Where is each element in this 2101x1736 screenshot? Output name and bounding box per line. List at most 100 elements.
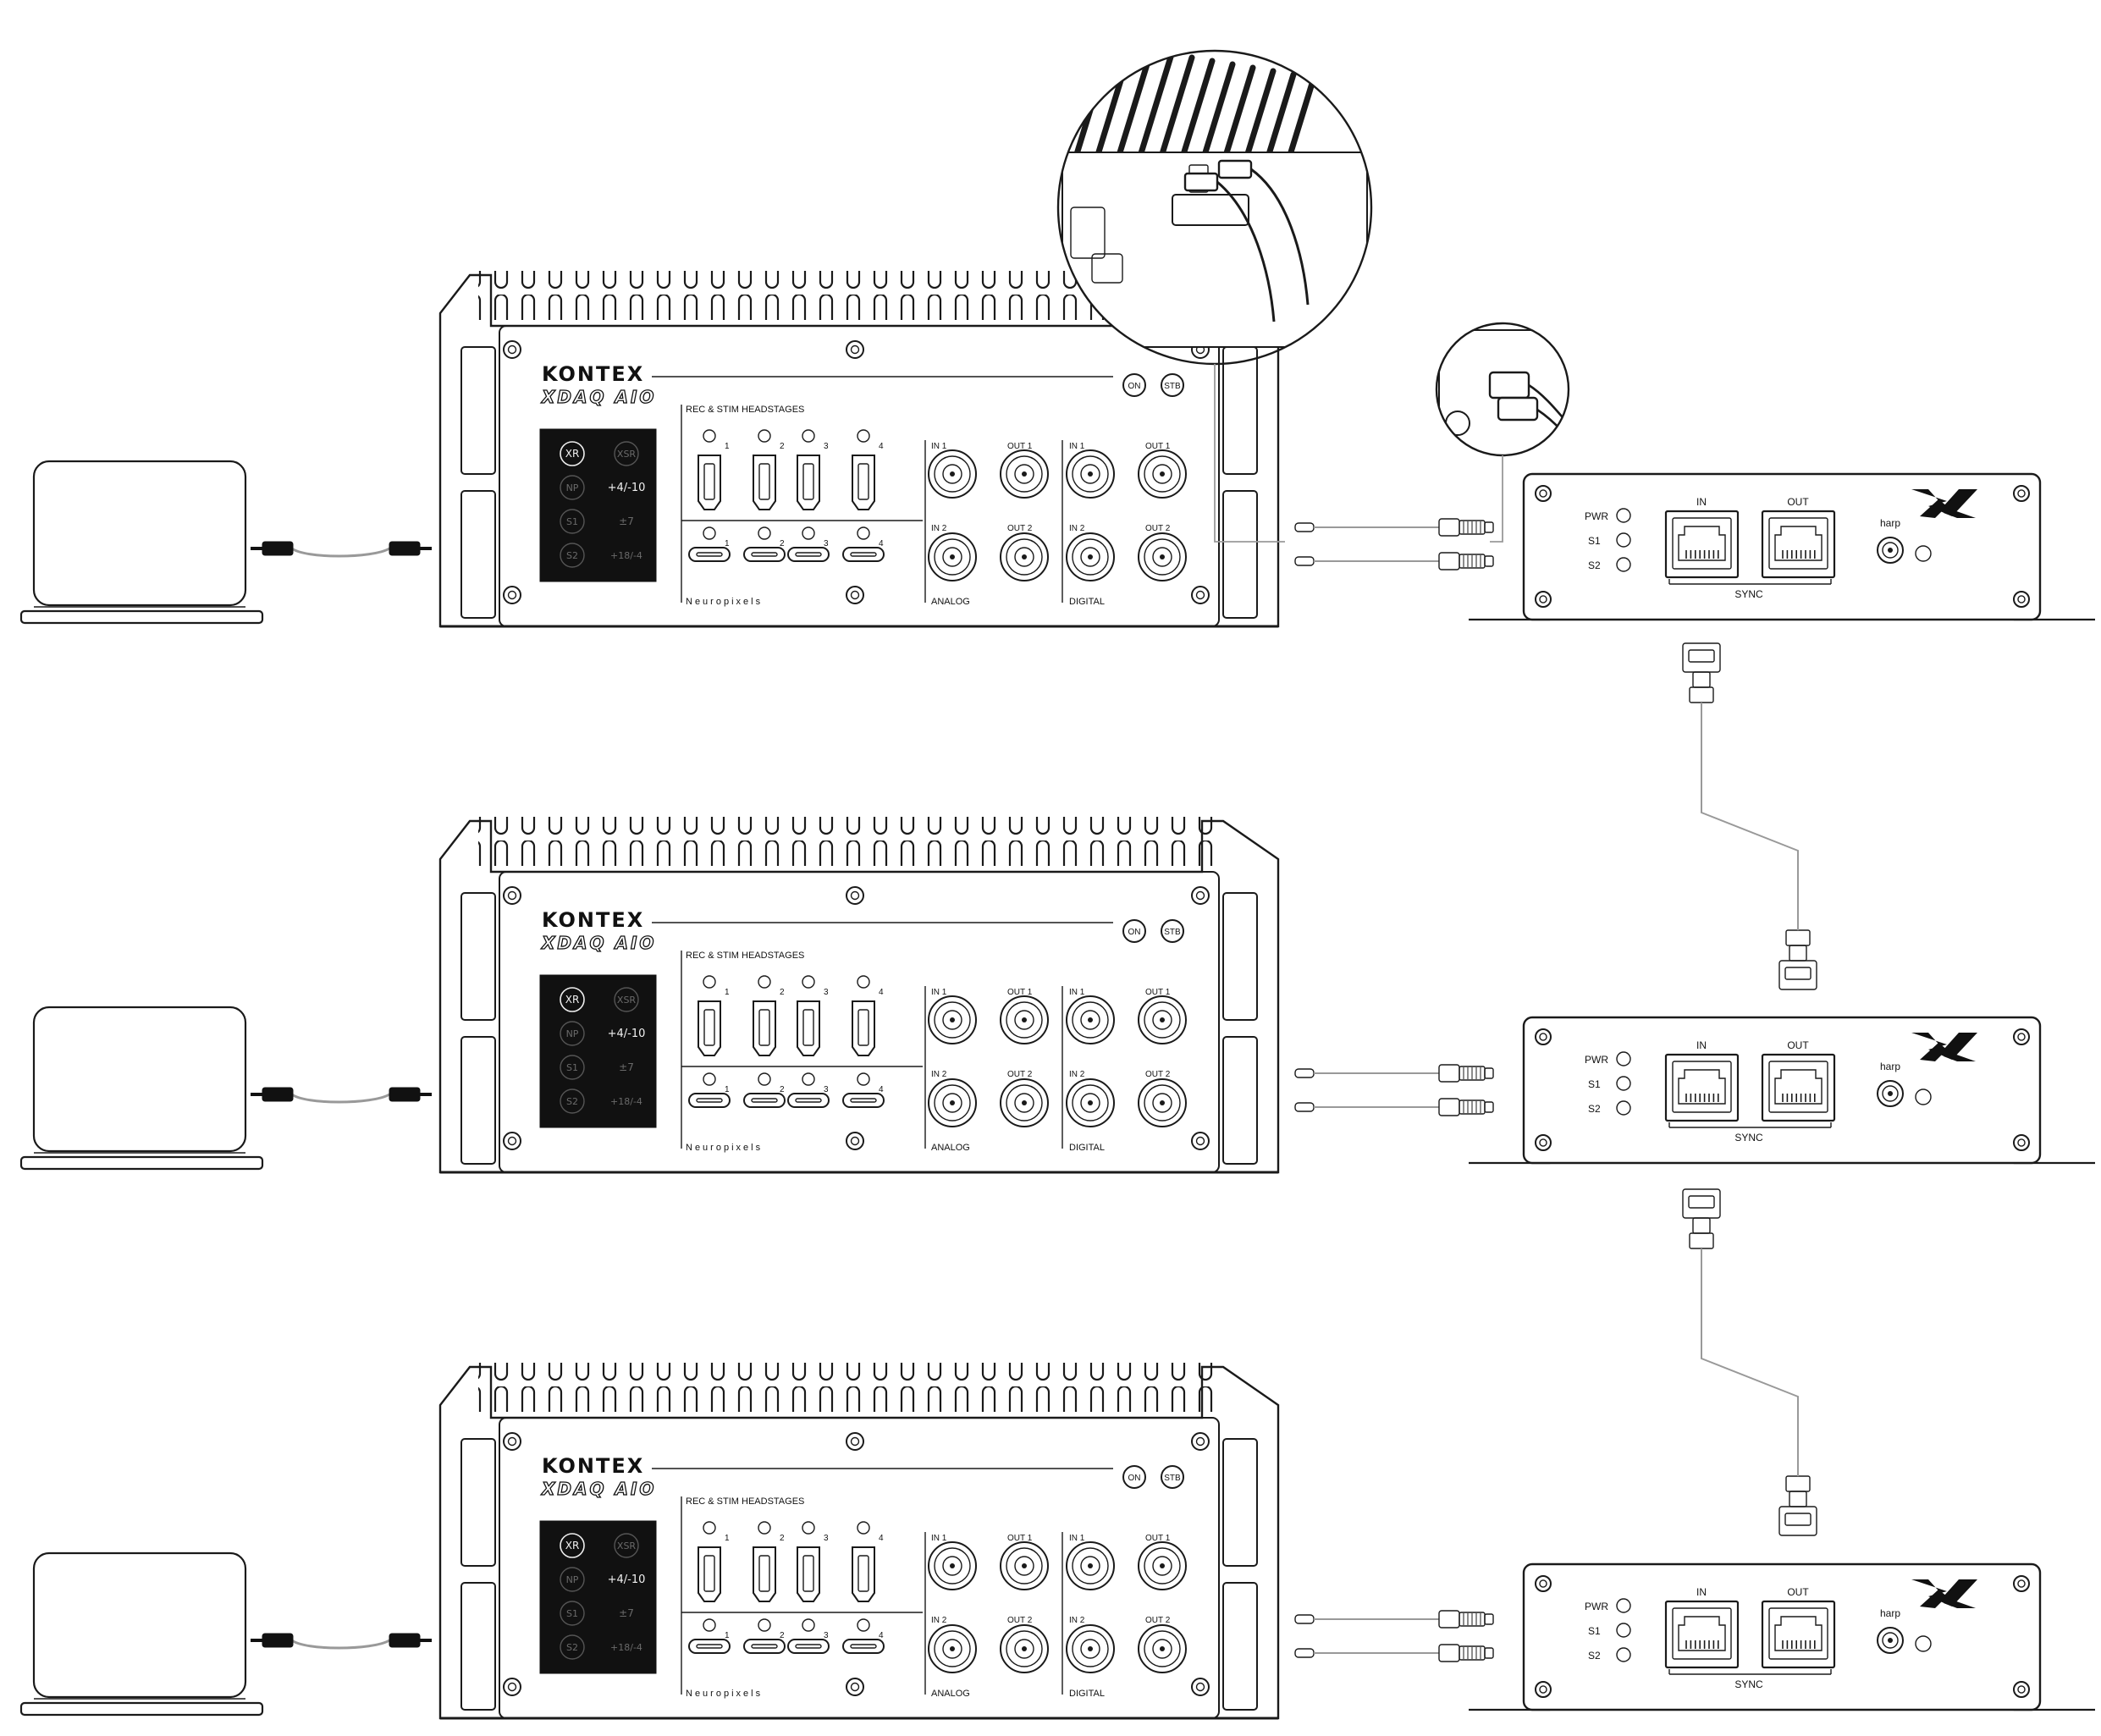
screw-icon xyxy=(503,586,521,604)
plug-boot xyxy=(1692,1217,1711,1234)
hdmi-port-3: 3 xyxy=(797,429,829,510)
bnc-core xyxy=(1080,547,1100,567)
neuropixels-label: Neuropixels xyxy=(686,1143,763,1153)
on-indicator xyxy=(1122,1465,1146,1489)
laptop-icon xyxy=(19,1006,264,1171)
usbc-port-3: 3 xyxy=(787,1072,830,1108)
sync-in-port xyxy=(1664,510,1740,579)
section-label: ANALOG xyxy=(931,1689,970,1699)
hdmi-outline xyxy=(852,1000,875,1056)
screw-inner xyxy=(850,890,860,901)
bnc-connector xyxy=(1138,995,1187,1044)
usbc-port-1: 1 xyxy=(688,526,731,562)
bnc-outer xyxy=(928,1541,977,1590)
bnc-pin xyxy=(1088,554,1093,559)
out-port-label: OUT xyxy=(1787,496,1809,508)
screw-icon xyxy=(2013,591,2030,608)
s2-led xyxy=(1616,557,1631,572)
logo-stroke-b xyxy=(1920,1043,1947,1061)
usbc-port-1: 1 xyxy=(688,1072,731,1108)
bnc-in1-label: IN 1 xyxy=(1069,988,1085,997)
bnc-plug-tip xyxy=(1484,1101,1494,1113)
bnc-pin xyxy=(1022,554,1027,559)
model-label: XDAQ AIO xyxy=(540,1479,656,1499)
bnc-connector xyxy=(928,1624,977,1673)
bnc-ring xyxy=(1072,538,1109,576)
bnc-out1-label: OUT 1 xyxy=(1007,442,1033,451)
rear-fin xyxy=(1058,51,1073,151)
laptop-base xyxy=(19,609,264,625)
usbc-port-4: 4 xyxy=(842,1618,885,1654)
screw-inner xyxy=(507,1136,517,1146)
bnc-pin xyxy=(1160,554,1165,559)
bnc-out2-label: OUT 2 xyxy=(1145,1070,1171,1079)
screw-inner xyxy=(1539,489,1547,498)
bnc-ring xyxy=(1006,1001,1043,1039)
bnc-connector xyxy=(1066,532,1115,581)
out-port-label: OUT xyxy=(1787,1586,1809,1598)
bnc-connector xyxy=(1000,532,1049,581)
screw-outer xyxy=(1191,1132,1210,1150)
mcx-jack-b xyxy=(1497,396,1539,422)
on-label: ON xyxy=(1128,928,1141,937)
left-rail-upper xyxy=(460,346,496,475)
mcx-plug xyxy=(1294,1614,1315,1624)
bnc-pin xyxy=(1160,471,1165,477)
rj45-outer xyxy=(1664,1053,1740,1122)
on-label: ON xyxy=(1128,1474,1141,1483)
screw-outer xyxy=(2013,1028,2030,1045)
logo-stroke-c xyxy=(1944,1598,1976,1608)
bnc-out2-label: OUT 2 xyxy=(1145,524,1171,533)
bnc-pin xyxy=(1160,1563,1165,1568)
bnc-outer xyxy=(1066,1541,1115,1590)
port-led xyxy=(703,1072,716,1086)
bnc-pin xyxy=(950,471,955,477)
panel-bg xyxy=(539,974,657,1128)
bnc-plug-tip xyxy=(1484,521,1494,533)
harp-jack-outer xyxy=(1877,1627,1904,1654)
zoom-detail-icon xyxy=(1435,322,1570,457)
coax-cable-icon xyxy=(1294,1610,1494,1662)
port-led xyxy=(802,429,815,443)
port-led xyxy=(758,429,771,443)
section-label: ANALOG xyxy=(931,597,970,607)
s1-ring xyxy=(560,509,585,534)
np-label: NP xyxy=(566,1028,579,1039)
headstages-title: REC & STIM HEADSTAGES xyxy=(686,1496,804,1507)
harp-label: harp xyxy=(1880,1061,1900,1072)
port-led xyxy=(802,1072,815,1086)
screw-icon xyxy=(2013,1681,2030,1698)
bnc-plug-tip xyxy=(1484,555,1494,567)
port-number: 1 xyxy=(725,1631,730,1640)
screw-inner xyxy=(1195,590,1205,600)
bnc-connector xyxy=(1066,995,1115,1044)
bnc-outer xyxy=(928,1078,977,1127)
s1-label: S1 xyxy=(566,516,578,527)
port-led xyxy=(703,526,716,540)
bnc-outer xyxy=(1000,1078,1049,1127)
usbc-port-3: 3 xyxy=(787,526,830,562)
port-number: 1 xyxy=(725,442,730,451)
bnc-ring xyxy=(934,1001,971,1039)
harp-led xyxy=(1915,1088,1932,1105)
coax-lead-a xyxy=(1250,168,1310,306)
usbc-port-1: 1 xyxy=(688,1618,731,1654)
coax-cable-icon xyxy=(1294,1064,1494,1116)
usbc-port-4: 4 xyxy=(842,1072,885,1108)
screw-inner xyxy=(850,1682,860,1692)
port-number: 3 xyxy=(824,988,829,997)
hdmi-port-3: 3 xyxy=(797,975,829,1056)
connector-left xyxy=(262,541,294,556)
screw-outer xyxy=(2013,1134,2030,1151)
bnc-core xyxy=(1152,1639,1172,1659)
harp-jack-pin xyxy=(1888,548,1893,553)
logo-stroke-a xyxy=(1911,1033,1977,1060)
xsr-ring xyxy=(614,1533,639,1558)
bnc-ring xyxy=(934,1547,971,1584)
on-indicator xyxy=(1122,919,1146,943)
hdmi-port-4: 4 xyxy=(852,429,884,510)
bnc-pin xyxy=(1022,1563,1027,1568)
